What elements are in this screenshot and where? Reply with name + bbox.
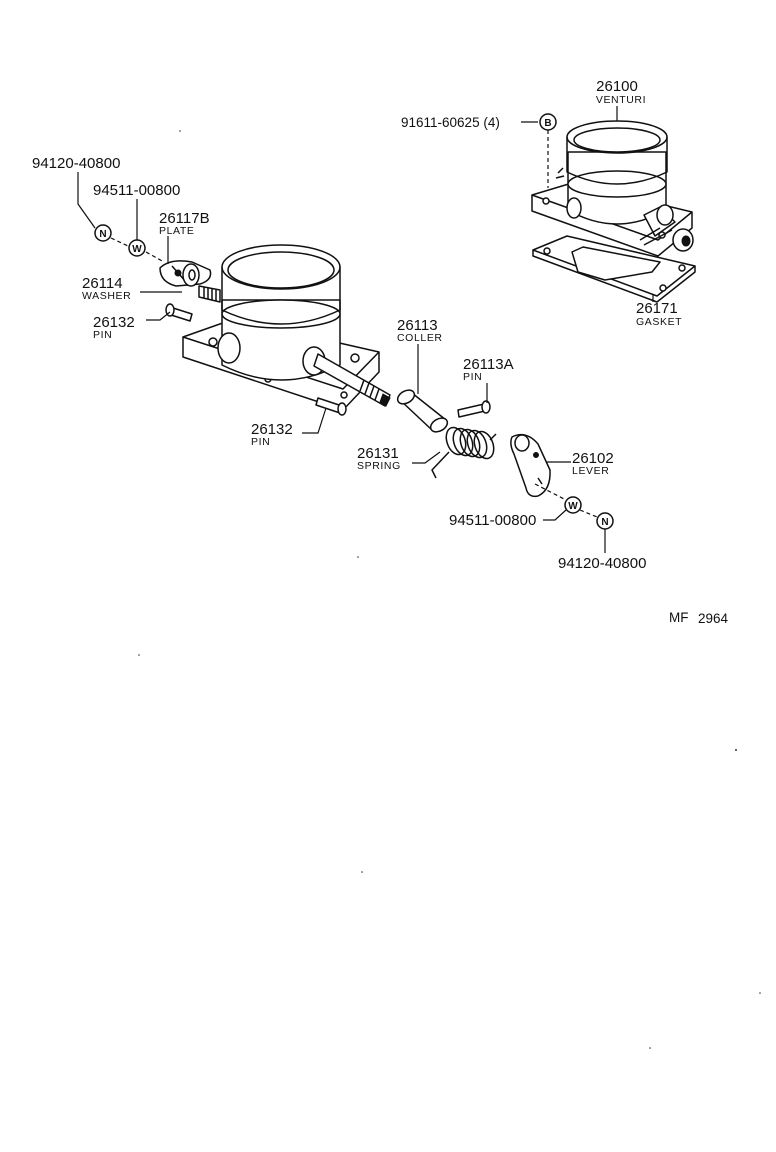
washer-bottom-symbol-bubble: W <box>564 496 582 514</box>
washer-top-number: 94511-00800 <box>93 182 180 199</box>
pin-lower-illustration <box>315 397 347 416</box>
leader-lines <box>77 106 654 553</box>
pin-a-name: PIN <box>463 371 482 383</box>
nut-top-number: 94120-40800 <box>32 155 120 172</box>
spring-name: SPRING <box>357 460 401 472</box>
washer-top-symbol-bubble: W <box>128 239 146 257</box>
pin-upper-number: 26132 <box>93 314 135 331</box>
coller-name: COLLER <box>397 332 443 344</box>
venturi-name: VENTURI <box>596 94 646 106</box>
washer-bottom-number: 94511-00800 <box>449 512 536 529</box>
lever-illustration <box>510 433 551 498</box>
washer-illustration <box>182 263 200 287</box>
spring-illustration <box>431 426 497 479</box>
plate-number: 26117B <box>159 210 210 227</box>
spring-number: 26131 <box>357 445 399 462</box>
plate-name: PLATE <box>159 225 194 237</box>
washer-top-symbol: W <box>132 244 142 255</box>
nut-top-symbol-bubble: N <box>94 224 112 242</box>
washer-bottom-symbol: W <box>568 501 578 512</box>
washer-number: 26114 <box>82 275 123 292</box>
pin-lower-name: PIN <box>251 436 270 448</box>
drawing-code-prefix: MF <box>669 610 689 625</box>
venturi-assembly-illustration <box>531 120 696 303</box>
lever-number: 26102 <box>572 450 614 467</box>
bolt-ref-number: 91611-60625 (4) <box>401 115 500 130</box>
pin-lower-number: 26132 <box>251 421 293 438</box>
washer-name: WASHER <box>82 290 131 302</box>
nut-bottom-symbol-bubble: N <box>596 512 614 530</box>
nut-top-symbol: N <box>99 229 106 240</box>
gasket-name: GASKET <box>636 316 682 328</box>
gasket-number: 26171 <box>636 300 678 317</box>
pin-a-number: 26113A <box>463 356 514 373</box>
coller-number: 26113 <box>397 317 438 334</box>
nut-bottom-number: 94120-40800 <box>558 555 646 572</box>
bolt-symbol-bubble: B <box>539 113 557 131</box>
gasket-illustration <box>532 235 696 303</box>
venturi-number: 26100 <box>596 78 638 95</box>
throttle-body-illustration <box>182 244 391 411</box>
drawing-code-number: 2964 <box>698 611 729 626</box>
nut-bottom-symbol: N <box>601 517 608 528</box>
pin-a-illustration <box>457 400 491 418</box>
pin-upper-name: PIN <box>93 329 112 341</box>
scan-specks <box>138 130 761 1049</box>
coller-illustration <box>396 389 449 433</box>
lever-name: LEVER <box>572 465 609 477</box>
bolt-symbol: B <box>544 118 551 129</box>
